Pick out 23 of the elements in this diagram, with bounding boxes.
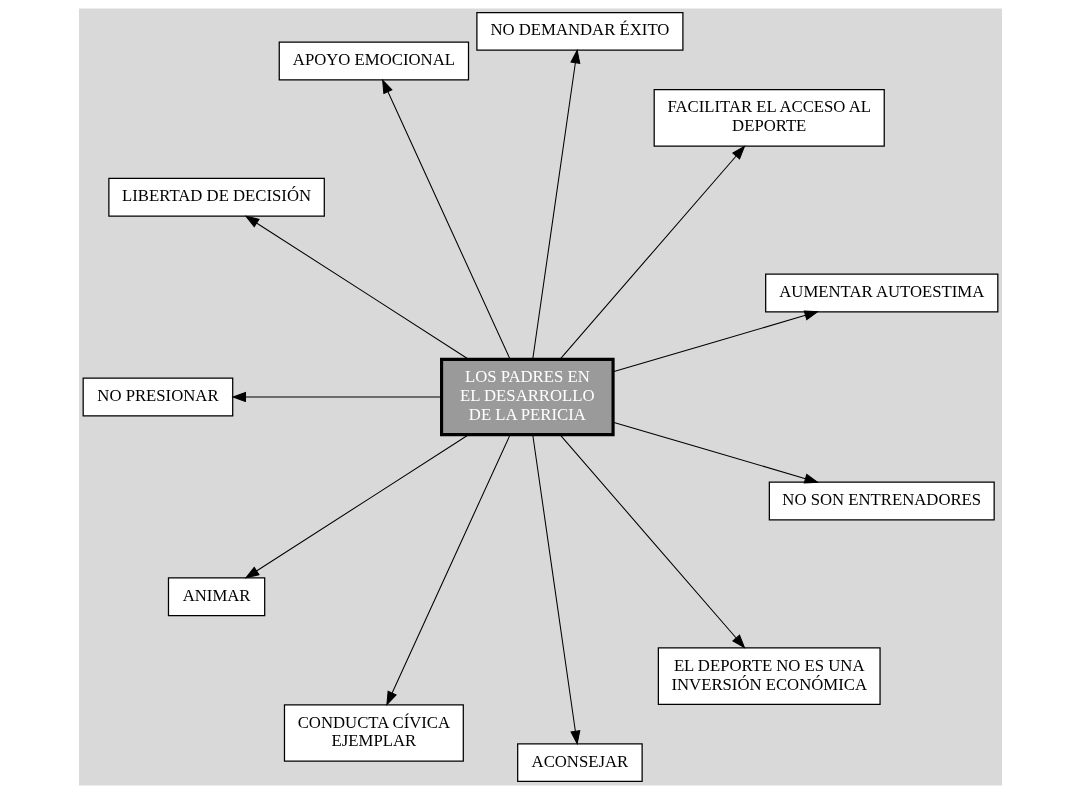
node-box: NO DEMANDAR ÉXITO — [475, 11, 684, 51]
node-box: ACONSEJAR — [516, 743, 643, 783]
arrow — [612, 421, 819, 484]
arrow — [531, 48, 580, 360]
arrow — [385, 434, 511, 706]
node-box: EL DEPORTE NO ES UNA INVERSIÓN ECONÓMICA — [657, 647, 881, 705]
arrow — [558, 145, 745, 360]
node-box: FACILITAR EL ACCESO AL DEPORTE — [653, 88, 885, 147]
node-box: NO SON ENTRENADORES — [768, 481, 995, 521]
arrow — [558, 434, 745, 649]
arrow — [612, 310, 819, 373]
node-box: ANIMAR — [167, 577, 265, 617]
arrow — [244, 215, 469, 360]
arrow — [531, 434, 580, 746]
node-box: AUMENTAR AUTOESTIMA — [764, 273, 998, 313]
node-box: NO PRESIONAR — [82, 377, 233, 417]
node-box: LOS PADRES EN EL DESARROLLO DE LA PERICIA — [439, 357, 615, 437]
arrow — [381, 78, 511, 360]
arrow — [230, 391, 442, 403]
node-box: LIBERTAD DE DECISIÓN — [107, 177, 325, 217]
arrow — [244, 434, 469, 579]
node-box: APOYO EMOCIONAL — [278, 41, 469, 81]
node-box: CONDUCTA CÍVICA EJEMPLAR — [283, 704, 464, 762]
